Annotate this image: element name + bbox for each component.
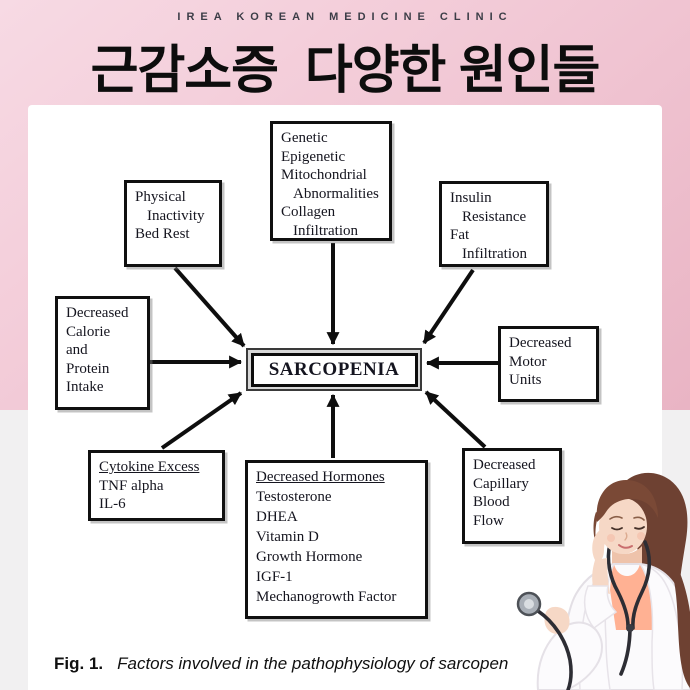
page-title-korean: 근감소증 다양한 원인들 — [90, 42, 601, 100]
box-line: Inactivity — [147, 207, 205, 224]
box-line: Capillary — [473, 475, 529, 492]
doctor-shirt — [610, 564, 656, 630]
box-line: Testosterone — [256, 488, 332, 505]
box-line: Growth Hormone — [256, 548, 363, 565]
box-line: Physical — [135, 189, 186, 205]
box-decreased-motor-units: Decreased Motor Units — [498, 326, 599, 402]
box-line: Infiltration — [462, 245, 527, 262]
box-line: Flow — [473, 512, 504, 529]
arrow-from-decreased-capillary — [424, 390, 487, 449]
box-line: DHEA — [256, 508, 298, 525]
doctor-face-features — [609, 515, 645, 549]
doctor-hand-raised — [592, 529, 607, 562]
diagram-panel: Genetic Epigenetic Mitochondrial Abnorma… — [28, 105, 662, 690]
box-line: Vitamin D — [256, 528, 319, 545]
box-line: Fat — [450, 227, 470, 244]
figure-caption-label: Fig. 1. — [54, 654, 104, 673]
arrow-from-physical-inactivity — [173, 266, 246, 348]
box-genetic: Genetic Epigenetic Mitochondrial Abnorma… — [270, 121, 392, 241]
box-line: Intake — [66, 379, 104, 396]
box-line: Blood — [473, 494, 510, 511]
box-insulin-resistance: Insulin Resistance Fat Infiltration — [439, 181, 549, 267]
arrow-connectors — [150, 243, 498, 458]
box-line: TNF alpha — [99, 477, 164, 494]
figure-caption: Fig. 1. Factors involved in the pathophys… — [54, 654, 508, 674]
box-heading: Decreased Hormones — [256, 469, 385, 485]
box-line: Epigenetic — [281, 148, 346, 165]
box-line: Decreased — [66, 305, 129, 321]
box-line: IL-6 — [99, 496, 126, 513]
doctor-photo — [516, 472, 690, 690]
box-line: Genetic — [281, 130, 328, 146]
box-line: Mechanogrowth Factor — [256, 588, 397, 605]
box-line: Units — [509, 372, 542, 389]
box-line: Abnormalities — [293, 185, 379, 202]
box-line: IGF-1 — [256, 568, 293, 585]
box-line: Calorie — [66, 323, 111, 340]
box-line: and — [66, 342, 88, 359]
box-line: Resistance — [462, 208, 527, 225]
figure-caption-text: Factors involved in the pathophysiology … — [117, 654, 509, 673]
box-heading: Cytokine Excess — [99, 459, 200, 475]
clinic-name: IREA KOREAN MEDICINE CLINIC — [177, 11, 513, 23]
sarcopenia-center-box: SARCOPENIA — [246, 348, 422, 391]
arrow-from-insulin-resistance — [422, 268, 475, 345]
box-line: Mitochondrial — [281, 167, 367, 184]
sarcopenia-label: SARCOPENIA — [250, 352, 418, 387]
box-line: Decreased — [473, 457, 536, 473]
box-line: Decreased — [509, 335, 572, 351]
box-line: Insulin — [450, 190, 492, 206]
box-decreased-hormones: Decreased Hormones Testosterone DHEA Vit… — [245, 460, 428, 619]
arrow-from-cytokine-excess — [160, 391, 243, 450]
box-physical-inactivity: Physical Inactivity Bed Rest — [124, 180, 222, 267]
box-line: Protein — [66, 360, 110, 377]
box-line: Collagen — [281, 204, 336, 221]
box-line: Infiltration — [293, 222, 358, 239]
box-line: Motor — [509, 353, 547, 370]
box-cytokine-excess: Cytokine Excess TNF alpha IL-6 — [88, 450, 225, 521]
box-decreased-calorie: Decreased Calorie and Protein Intake — [55, 296, 150, 410]
box-line: Bed Rest — [135, 226, 190, 243]
box-decreased-capillary: Decreased Capillary Blood Flow — [462, 448, 562, 544]
